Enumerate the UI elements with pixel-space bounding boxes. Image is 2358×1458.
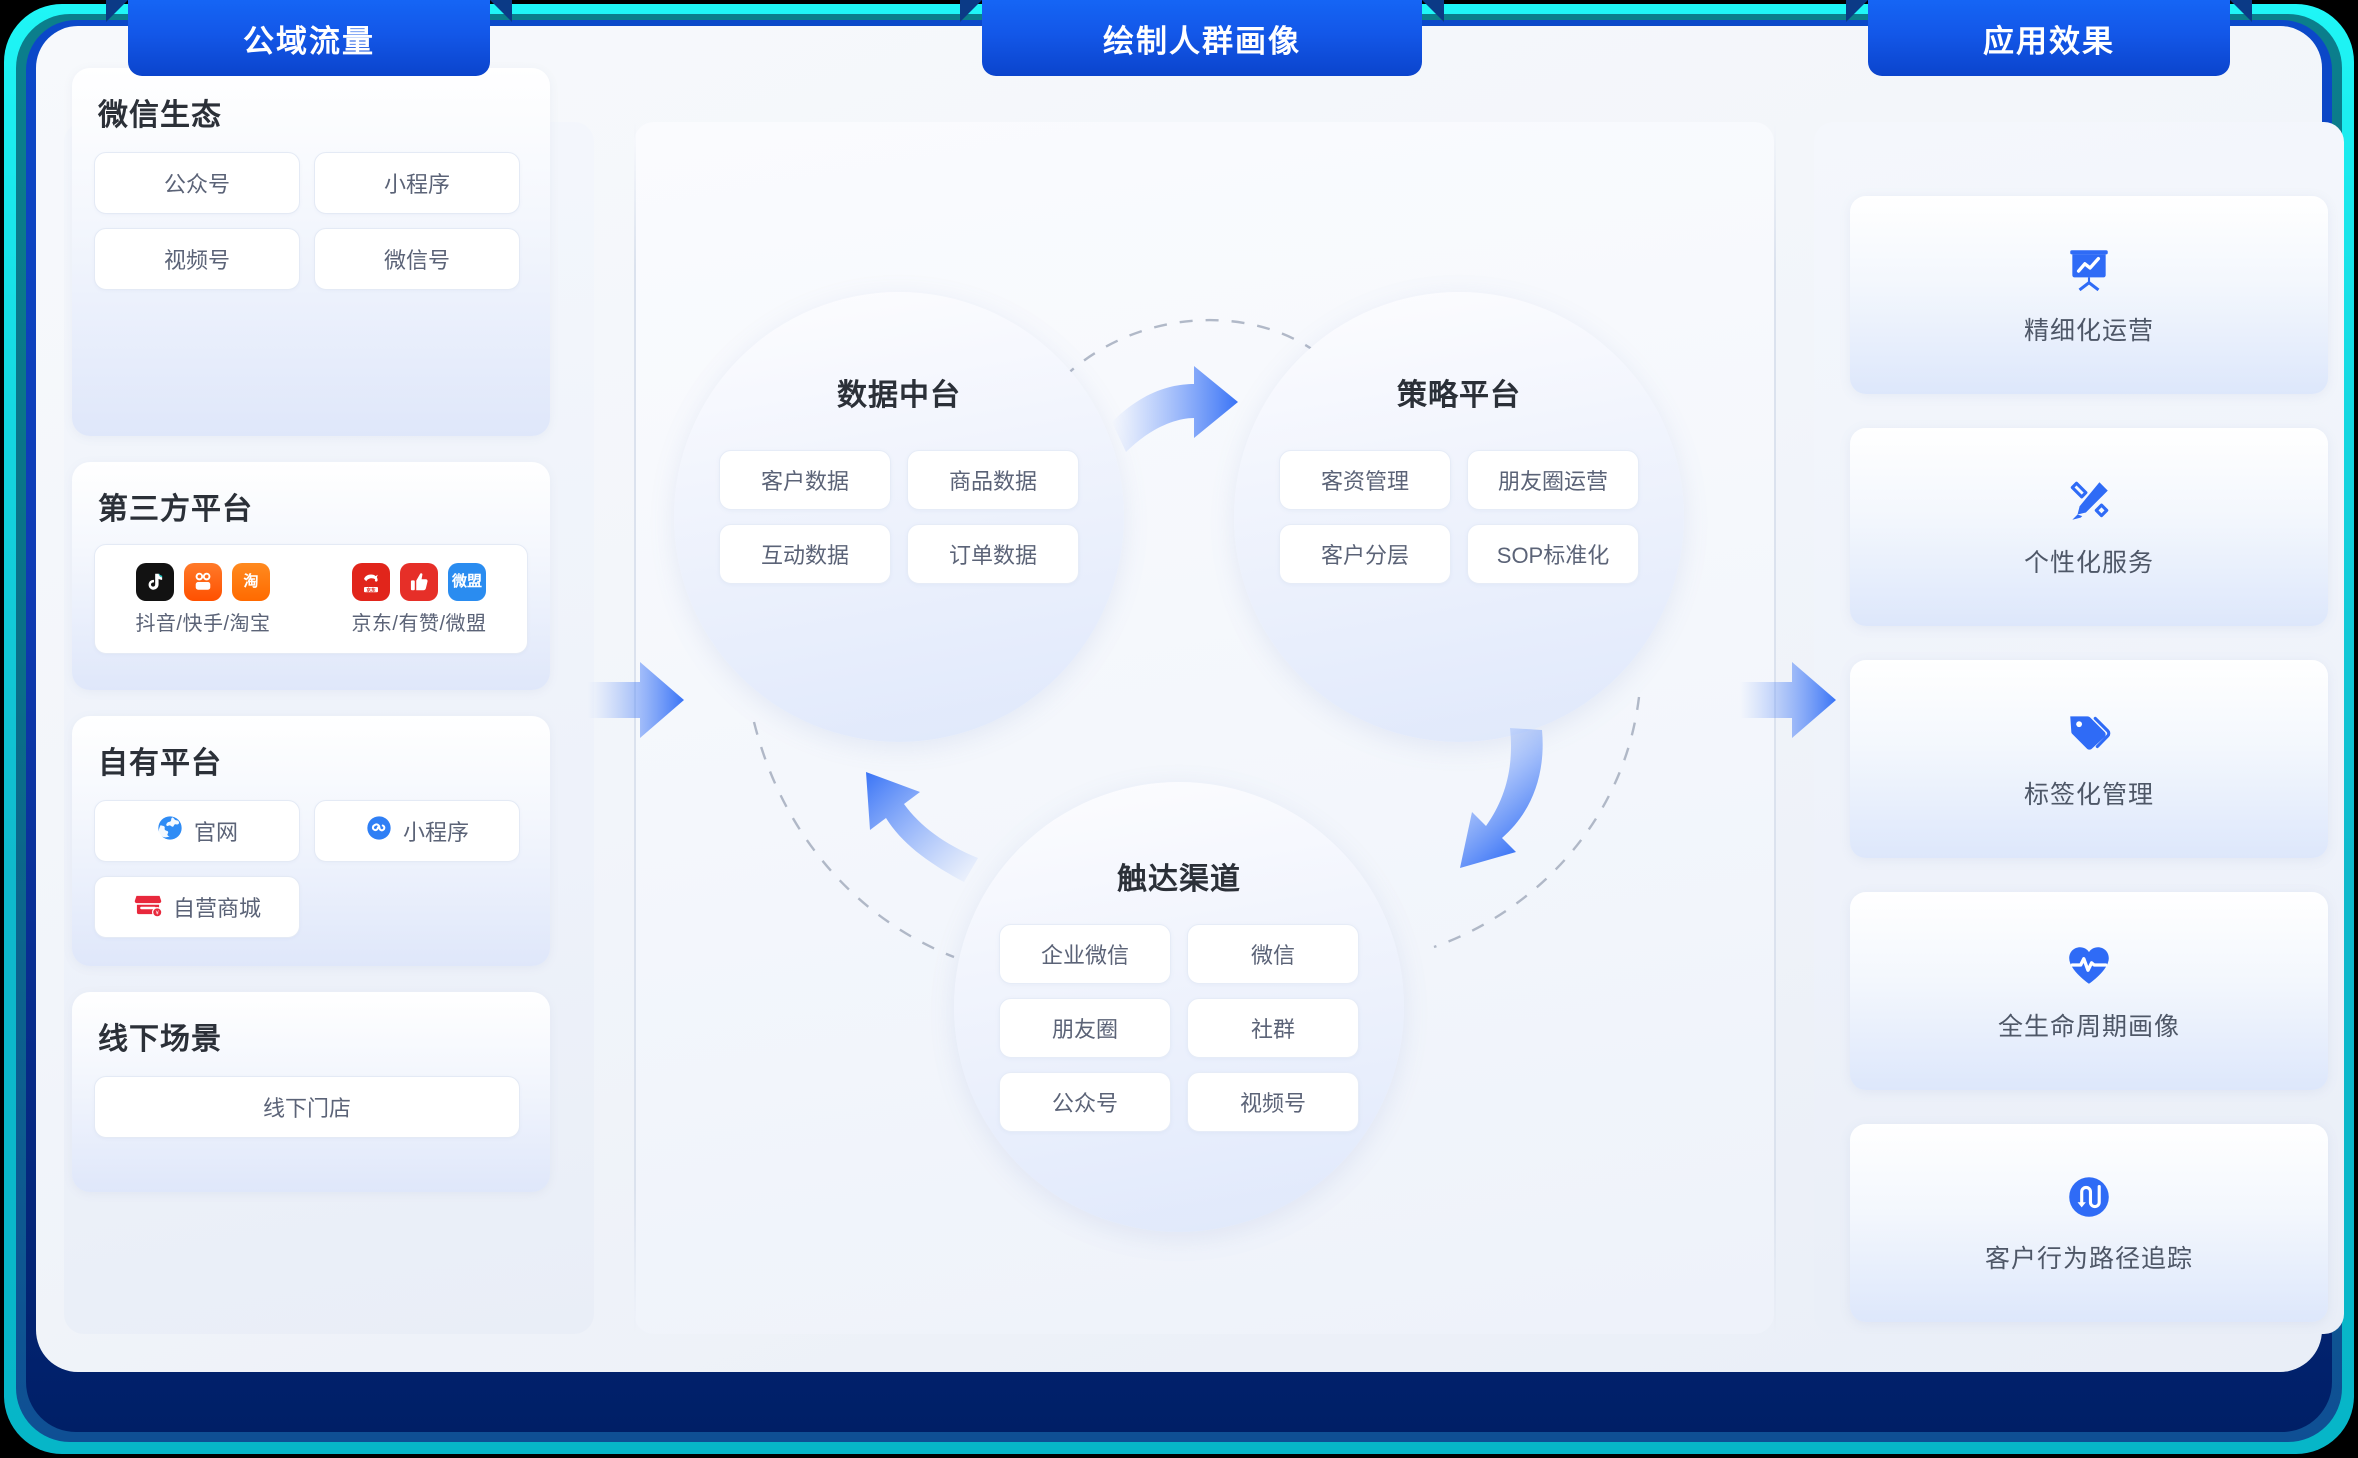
- cchip-official-account[interactable]: 公众号: [999, 1072, 1171, 1132]
- youzan-logo: [400, 562, 438, 601]
- cchip-community[interactable]: 社群: [1187, 998, 1359, 1058]
- chip-mini-program[interactable]: 小程序: [314, 800, 520, 862]
- cchip-order-data[interactable]: 订单数据: [907, 524, 1079, 584]
- arrow-left-to-center: [588, 662, 684, 738]
- group-title: 第三方平台: [98, 493, 253, 526]
- douyin-logo: [136, 562, 174, 601]
- cchip-sop-standardization[interactable]: SOP标准化: [1467, 524, 1639, 584]
- cchip-customer-data[interactable]: 客户数据: [719, 450, 891, 510]
- svg-text:¥: ¥: [156, 910, 160, 916]
- route-path-icon: [2063, 1171, 2115, 1223]
- cchip-moments[interactable]: 朋友圈: [999, 998, 1171, 1058]
- effect-label: 全生命周期画像: [1997, 1013, 2180, 1041]
- pencil-ruler-icon: [2063, 475, 2115, 527]
- logo-group-jd-youzan-weimob[interactable]: 京东 微盟 京东/有赞/微盟: [351, 562, 487, 636]
- cchip-moments-operation[interactable]: 朋友圈运营: [1467, 450, 1639, 510]
- kuaishou-logo: [184, 562, 222, 601]
- svg-text:京东: 京东: [366, 586, 376, 593]
- badge-label-left: 公域流量: [243, 23, 375, 59]
- effect-label: 精细化运营: [2023, 317, 2154, 345]
- column-badge-public-traffic[interactable]: 公域流量: [106, 0, 512, 76]
- chip-official-account[interactable]: 公众号: [94, 152, 300, 214]
- cchip-customer-tiering[interactable]: 客户分层: [1279, 524, 1451, 584]
- effect-card-tag-management[interactable]: 标签化管理: [1850, 660, 2328, 858]
- badge-label-right: 应用效果: [1983, 23, 2115, 59]
- logo-group-douyin-kuaishou-taobao[interactable]: 淘 抖音/快手/淘宝: [135, 562, 271, 636]
- badge-label-center: 绘制人群画像: [1103, 23, 1301, 59]
- arrow-strategy-to-reach: [1460, 728, 1543, 868]
- chip-wechat-id[interactable]: 微信号: [314, 228, 520, 290]
- effect-label: 客户行为路径追踪: [1984, 1245, 2193, 1273]
- divider-right: [1774, 122, 1776, 1334]
- tag-icon: [2063, 707, 2115, 759]
- third-party-logo-card: 淘 抖音/快手/淘宝 京东: [94, 544, 528, 654]
- effects-column: 精细化运营 个性化服务: [1814, 122, 2344, 1334]
- arrow-data-to-strategy: [1112, 366, 1238, 452]
- chip-self-operated-mall[interactable]: ¥ 自营商城: [94, 876, 300, 938]
- cchip-product-data[interactable]: 商品数据: [907, 450, 1079, 510]
- group-title: 自有平台: [98, 747, 222, 780]
- circle-chip-grid: 企业微信 微信 朋友圈 社群 公众号 视频号: [954, 924, 1404, 1132]
- column-badge-persona[interactable]: 绘制人群画像: [960, 0, 1444, 76]
- circle-node-reach-channels: 触达渠道 企业微信 微信 朋友圈 社群 公众号 视频号: [954, 782, 1404, 1232]
- circle-title: 触达渠道: [1117, 863, 1241, 896]
- jingdong-logo: 京东: [352, 562, 390, 601]
- cchip-lead-management[interactable]: 客资管理: [1279, 450, 1451, 510]
- column-badge-effects[interactable]: 应用效果: [1846, 0, 2252, 76]
- effect-card-personalized-service[interactable]: 个性化服务: [1850, 428, 2328, 626]
- group-card-own-platform: 自有平台 官网: [72, 716, 550, 966]
- circle-title: 数据中台: [837, 379, 961, 412]
- center-diagram: 数据中台 客户数据 商品数据 互动数据 订单数据 策略平台 客资管理 朋友圈运营…: [634, 122, 1774, 1334]
- divider-left: [634, 122, 636, 1334]
- storefront-icon: ¥: [133, 890, 163, 924]
- chip-offline-store[interactable]: 线下门店: [94, 1076, 520, 1138]
- chip-official-website[interactable]: 官网: [94, 800, 300, 862]
- circle-chip-grid: 客资管理 朋友圈运营 客户分层 SOP标准化: [1234, 450, 1684, 584]
- group-card-offline-scene: 线下场景 线下门店: [72, 992, 550, 1192]
- circle-node-strategy-platform: 策略平台 客资管理 朋友圈运营 客户分层 SOP标准化: [1234, 292, 1684, 742]
- cchip-interaction-data[interactable]: 互动数据: [719, 524, 891, 584]
- group-card-third-party: 第三方平台: [72, 462, 550, 690]
- circle-node-data-platform: 数据中台 客户数据 商品数据 互动数据 订单数据: [674, 292, 1124, 742]
- circle-title: 策略平台: [1397, 379, 1521, 412]
- logo-caption: 抖音/快手/淘宝: [135, 612, 271, 635]
- effect-card-lifecycle-profile[interactable]: 全生命周期画像: [1850, 892, 2328, 1090]
- chip-mini-program[interactable]: 小程序: [314, 152, 520, 214]
- chip-label: 小程序: [402, 820, 469, 845]
- chip-grid: 线下门店: [94, 1076, 528, 1138]
- chip-label: 官网: [193, 820, 238, 845]
- chip-grid: 官网 小程序: [94, 800, 528, 938]
- circle-chip-grid: 客户数据 商品数据 互动数据 订单数据: [674, 450, 1124, 584]
- presentation-chart-icon: [2063, 243, 2115, 295]
- mini-program-icon: [365, 814, 393, 848]
- cchip-work-wechat[interactable]: 企业微信: [999, 924, 1171, 984]
- chip-label: 自营商城: [172, 896, 261, 921]
- heart-pulse-icon: [2063, 939, 2115, 991]
- logo-row: 京东 微盟: [352, 562, 486, 601]
- diagram-stage: 公域流量 绘制人群画像 应用效果 微信生态 公众号 小程序 视频号 微信号 第三…: [36, 0, 2344, 1372]
- cchip-channels[interactable]: 视频号: [1187, 1072, 1359, 1132]
- weimob-logo: 微盟: [448, 562, 486, 601]
- effect-card-refined-operation[interactable]: 精细化运营: [1850, 196, 2328, 394]
- logo-row: 淘: [136, 562, 270, 601]
- taobao-logo: 淘: [232, 562, 270, 601]
- chip-grid: 公众号 小程序 视频号 微信号: [94, 152, 528, 290]
- logo-caption: 京东/有赞/微盟: [351, 612, 487, 635]
- effect-label: 个性化服务: [2023, 549, 2154, 577]
- chip-channels[interactable]: 视频号: [94, 228, 300, 290]
- group-card-wechat-ecosystem: 微信生态 公众号 小程序 视频号 微信号: [72, 68, 550, 436]
- group-title: 线下场景: [98, 1023, 222, 1056]
- group-title: 微信生态: [98, 99, 222, 132]
- effect-label: 标签化管理: [2023, 781, 2154, 809]
- cchip-wechat[interactable]: 微信: [1187, 924, 1359, 984]
- globe-icon: [156, 814, 184, 848]
- effect-card-behavior-path-tracking[interactable]: 客户行为路径追踪: [1850, 1124, 2328, 1322]
- arrow-center-to-right: [1740, 662, 1836, 738]
